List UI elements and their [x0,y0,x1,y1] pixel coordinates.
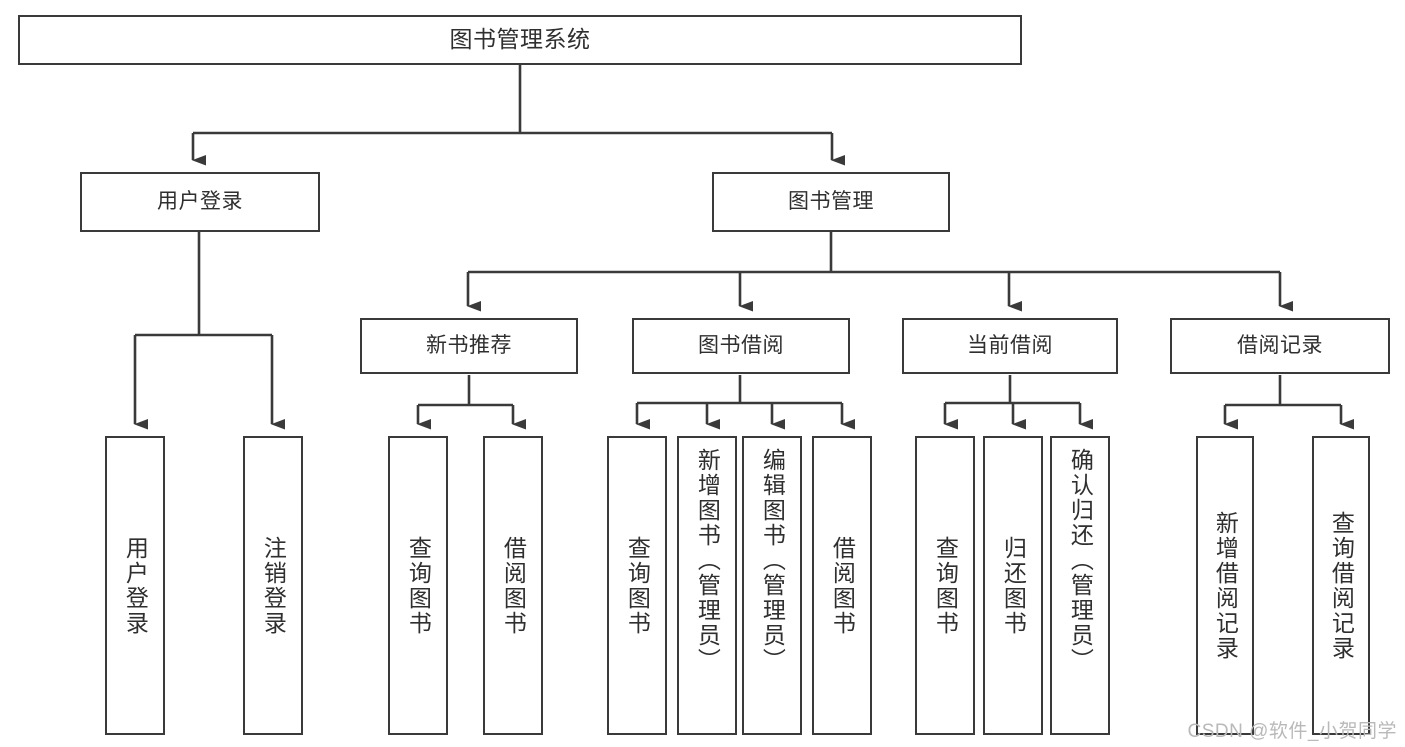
node-leaf-query-book-3[interactable]: 查询图书 [915,436,975,735]
node-leaf-logout-login[interactable]: 注销登录 [243,436,303,735]
node-label: 查询图书 [932,535,959,636]
csdn-watermark: CSDN @软件_小贺同学 [1187,721,1397,742]
node-borrow-record[interactable]: 借阅记录 [1170,318,1390,374]
node-leaf-user-login[interactable]: 用户登录 [105,436,165,735]
node-leaf-borrow-book-1[interactable]: 借阅图书 [483,436,543,735]
node-leaf-return-book[interactable]: 归还图书 [983,436,1043,735]
node-label: 图书管理系统 [449,26,591,53]
node-label: 查询图书 [624,535,651,636]
node-new-book-recommend[interactable]: 新书推荐 [360,318,578,374]
node-label: 查询借阅记录 [1328,510,1355,661]
node-leaf-borrow-book-2[interactable]: 借阅图书 [812,436,872,735]
node-leaf-add-borrow-record[interactable]: 新增借阅记录 [1196,436,1254,735]
node-leaf-confirm-return-admin[interactable]: 确认归还（管理员） [1050,436,1110,735]
node-user-login[interactable]: 用户登录 [80,172,320,232]
node-label: 新增图书（管理员） [694,448,721,673]
node-leaf-edit-book-admin[interactable]: 编辑图书（管理员） [742,436,802,735]
node-label: 图书借阅 [698,333,784,357]
node-label: 当前借阅 [967,333,1053,357]
node-label: 查询图书 [405,535,432,636]
node-label: 借阅图书 [500,535,527,636]
node-label: 新增借阅记录 [1212,510,1239,661]
node-current-borrow[interactable]: 当前借阅 [902,318,1118,374]
node-root-book-management-system[interactable]: 图书管理系统 [18,15,1022,65]
node-label: 确认归还（管理员） [1067,448,1094,673]
node-label: 用户登录 [122,535,149,636]
node-label: 借阅记录 [1237,333,1323,357]
node-label: 归还图书 [1000,535,1027,636]
node-label: 新书推荐 [426,333,512,357]
node-leaf-query-book-1[interactable]: 查询图书 [388,436,448,735]
node-book-borrow[interactable]: 图书借阅 [632,318,850,374]
node-leaf-add-book-admin[interactable]: 新增图书（管理员） [677,436,737,735]
node-label: 借阅图书 [829,535,856,636]
node-leaf-query-borrow-record[interactable]: 查询借阅记录 [1312,436,1370,735]
node-book-management[interactable]: 图书管理 [712,172,950,232]
node-label: 注销登录 [260,535,287,636]
node-leaf-query-book-2[interactable]: 查询图书 [607,436,667,735]
node-label: 编辑图书（管理员） [759,448,786,673]
node-label: 图书管理 [788,189,874,213]
node-label: 用户登录 [157,189,243,213]
